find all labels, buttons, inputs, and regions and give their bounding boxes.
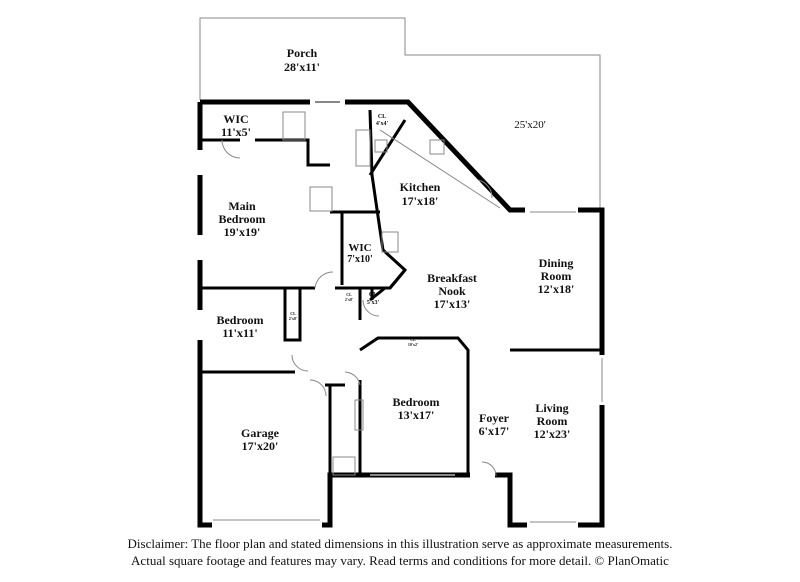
closet-labels: CL 4'x4' CL 2'x8' CL 2'x8' CL 5'x3' CL 1…	[289, 114, 418, 347]
room-dims-patio: 25'x20'	[514, 119, 545, 131]
room-dims-bedroom-2: 13'x17'	[398, 408, 435, 422]
room-name-bedroom-2: Bedroom	[392, 395, 439, 409]
doors	[221, 139, 497, 477]
room-name-foyer: Foyer	[479, 411, 510, 425]
room-dims-garage: 17'x20'	[242, 439, 279, 453]
room-name-wic: WIC	[223, 112, 248, 126]
room-dims-bedroom: 11'x11'	[222, 326, 257, 340]
room-name-porch: Porch	[287, 46, 318, 60]
room-name-dining-room-2: Room	[541, 269, 572, 283]
closet-dims: 5'x3'	[367, 300, 380, 306]
room-dims-main-bedroom: 19'x19'	[224, 225, 261, 239]
room-dims-foyer: 6'x17'	[479, 424, 510, 438]
room-dims-wic: 11'x5'	[221, 125, 251, 139]
closet-dims: 10'x2'	[408, 342, 418, 347]
closet-dims: 4'x4'	[376, 121, 389, 127]
fixtures	[213, 101, 603, 523]
room-dims-dining-room: 12'x18'	[538, 282, 575, 296]
closet-name: CL	[369, 292, 377, 298]
closet-name: CL	[290, 311, 296, 316]
room-name-garage: Garage	[241, 426, 280, 440]
room-name-living-room-2: Room	[537, 414, 568, 428]
room-name-living-room: Living	[535, 401, 568, 415]
room-dims-porch: 28'x11'	[284, 60, 320, 74]
porch-outline	[199, 17, 601, 210]
room-name-breakfast-nook-2: Nook	[438, 284, 466, 298]
closet-name: CL	[378, 114, 386, 120]
room-dims-wic-2: 7'x10'	[347, 254, 373, 265]
disclaimer-line-1: Disclaimer: The floor plan and stated di…	[127, 536, 673, 551]
room-dims-kitchen: 17'x18'	[402, 194, 439, 208]
closet-name: CL	[410, 337, 416, 342]
room-labels: Porch 28'x11' 25'x20' WIC 11'x5' Main Be…	[216, 46, 574, 453]
room-name-main-bedroom-2: Bedroom	[218, 212, 265, 226]
room-name-wic-2: WIC	[348, 242, 371, 254]
disclaimer-line-2: Actual square footage and features may v…	[131, 553, 669, 568]
closet-dims: 2'x8'	[345, 297, 353, 302]
room-name-dining-room: Dining	[539, 256, 574, 270]
room-name-kitchen: Kitchen	[400, 180, 441, 194]
room-name-breakfast-nook: Breakfast	[427, 271, 477, 285]
room-name-main-bedroom: Main	[228, 199, 256, 213]
closet-dims: 2'x8'	[289, 316, 297, 321]
room-dims-breakfast-nook: 17'x13'	[434, 297, 471, 311]
room-dims-living-room: 12'x23'	[534, 427, 571, 441]
room-name-bedroom: Bedroom	[216, 313, 263, 327]
closet-name: CL	[346, 292, 352, 297]
